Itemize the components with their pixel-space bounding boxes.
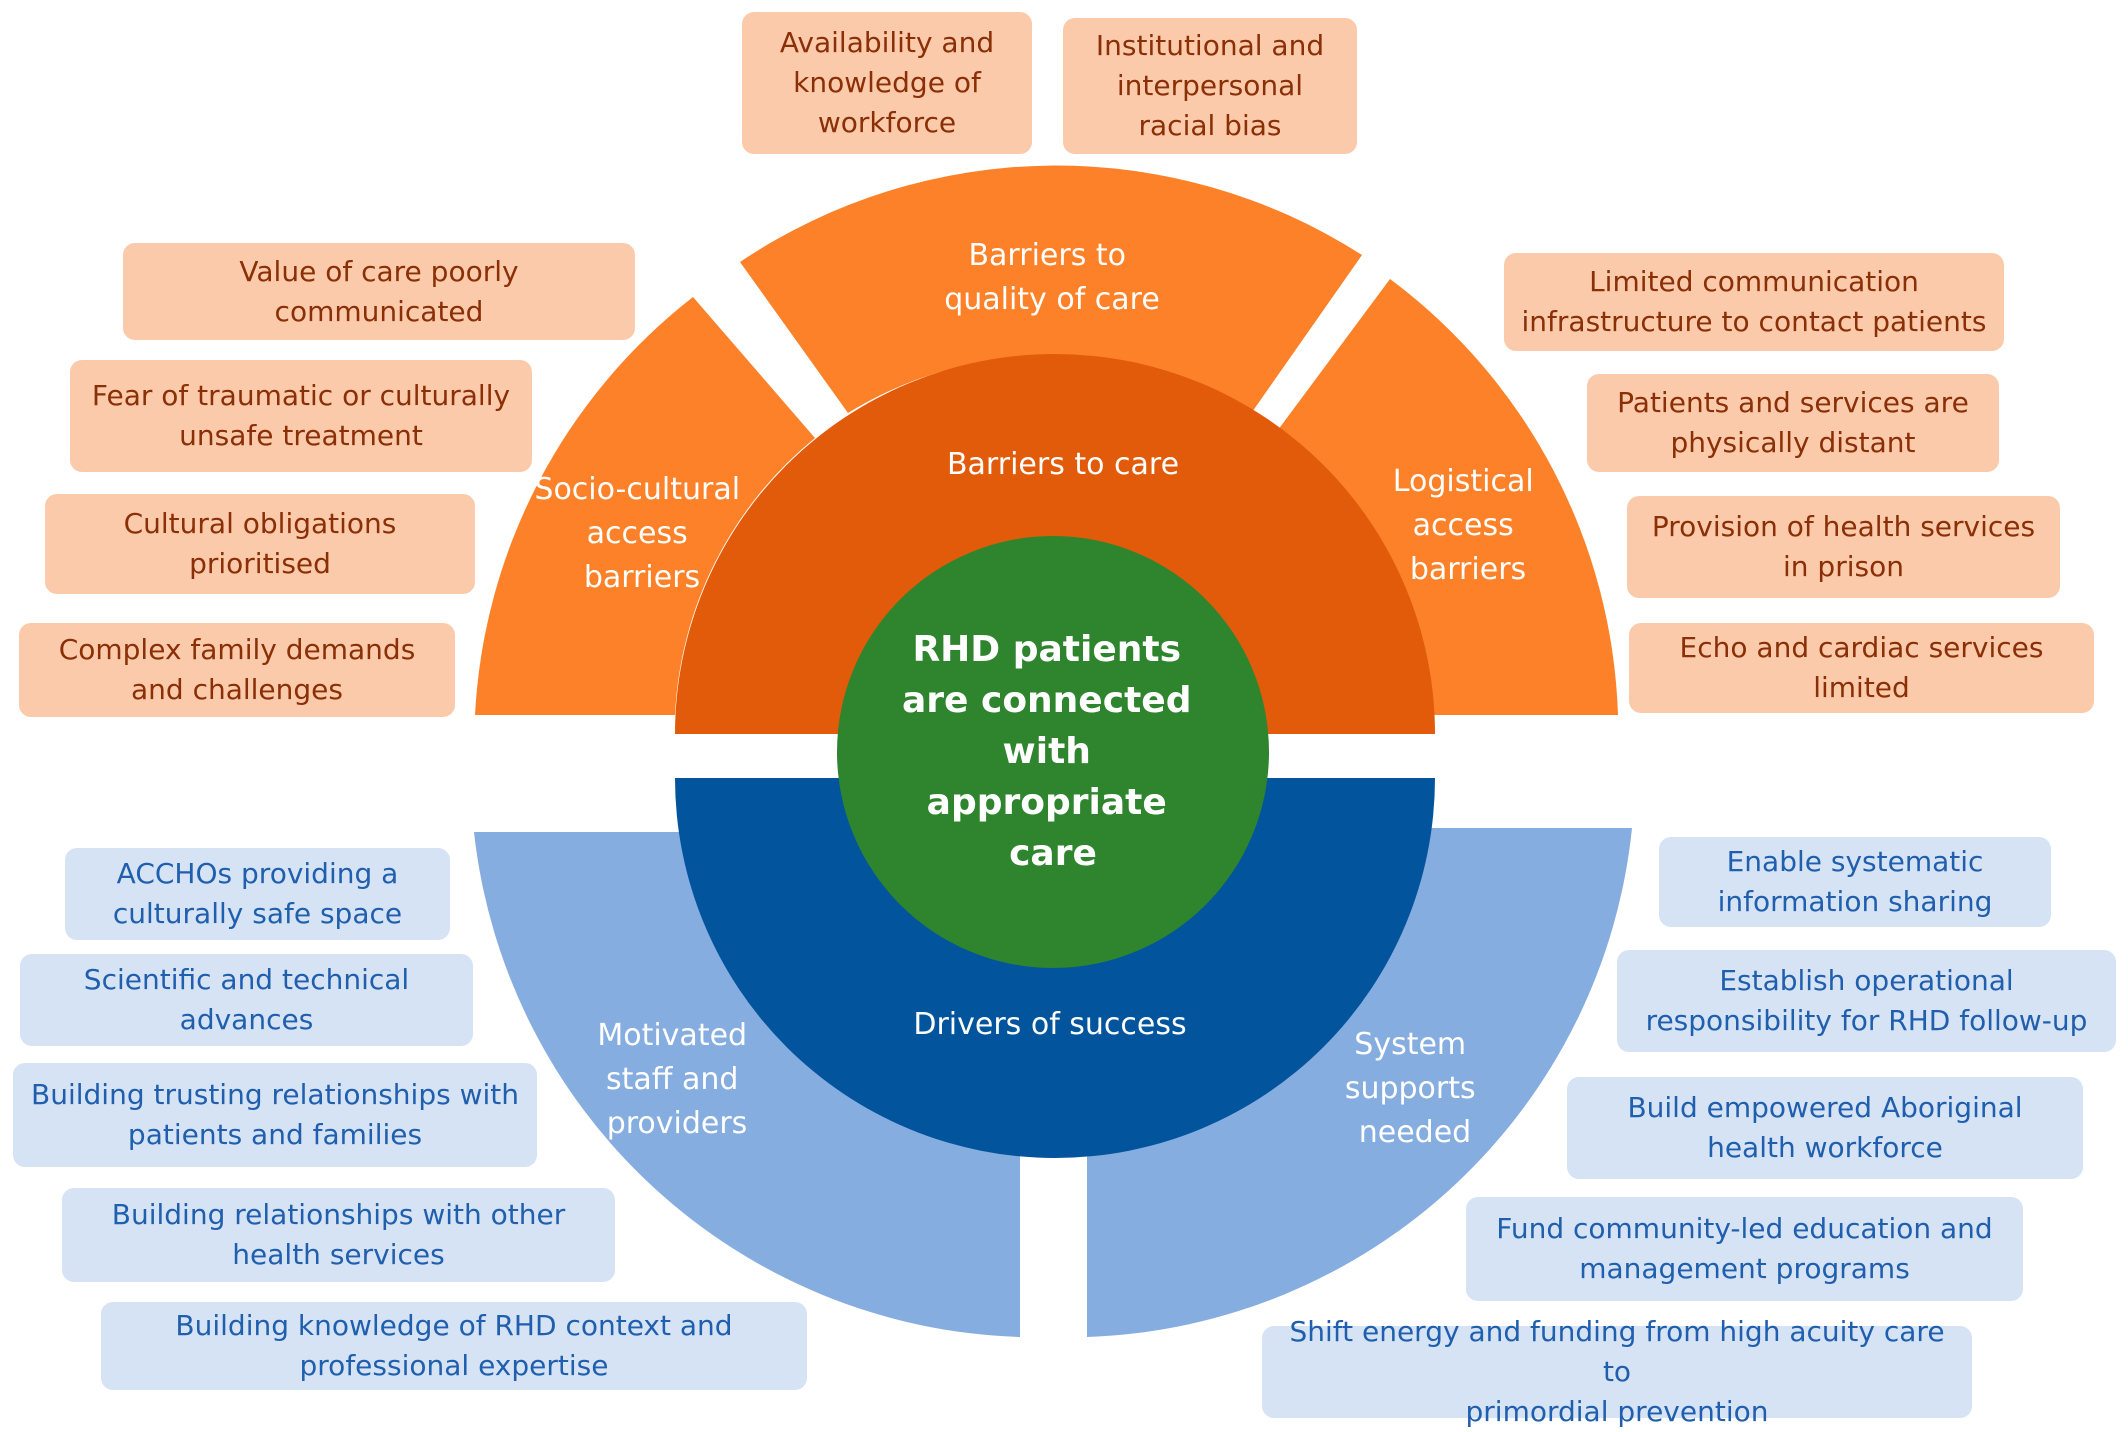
label-system-supports: System supports needed bbox=[1345, 1027, 1485, 1150]
label-logistical-barriers: Logistical access barriers bbox=[1393, 464, 1543, 587]
label-drivers-of-success: Drivers of success bbox=[913, 1007, 1186, 1042]
segment-quality-of-care-barriers bbox=[740, 165, 1362, 415]
label-quality-of-care-barriers: Barriers to quality of care bbox=[944, 238, 1160, 317]
inner-ring-drivers bbox=[675, 778, 1435, 1158]
label-motivated-staff: Motivated staff and providers bbox=[597, 1018, 756, 1141]
segment-system-supports bbox=[1087, 828, 1632, 1337]
segment-logistical-barriers bbox=[1272, 279, 1618, 715]
box-primordial-prevention: Shift energy and funding from high acuit… bbox=[1262, 1315, 1972, 1428]
label-sociocultural-barriers: Socio-cultural access barriers bbox=[534, 472, 749, 595]
segment-motivated-staff bbox=[474, 832, 1020, 1337]
label-barriers-to-care: Barriers to care bbox=[947, 447, 1179, 482]
center-title: RHD patients are connected with appropri… bbox=[902, 629, 1204, 874]
center-circle bbox=[837, 536, 1269, 968]
segment-sociocultural-barriers bbox=[475, 297, 815, 715]
